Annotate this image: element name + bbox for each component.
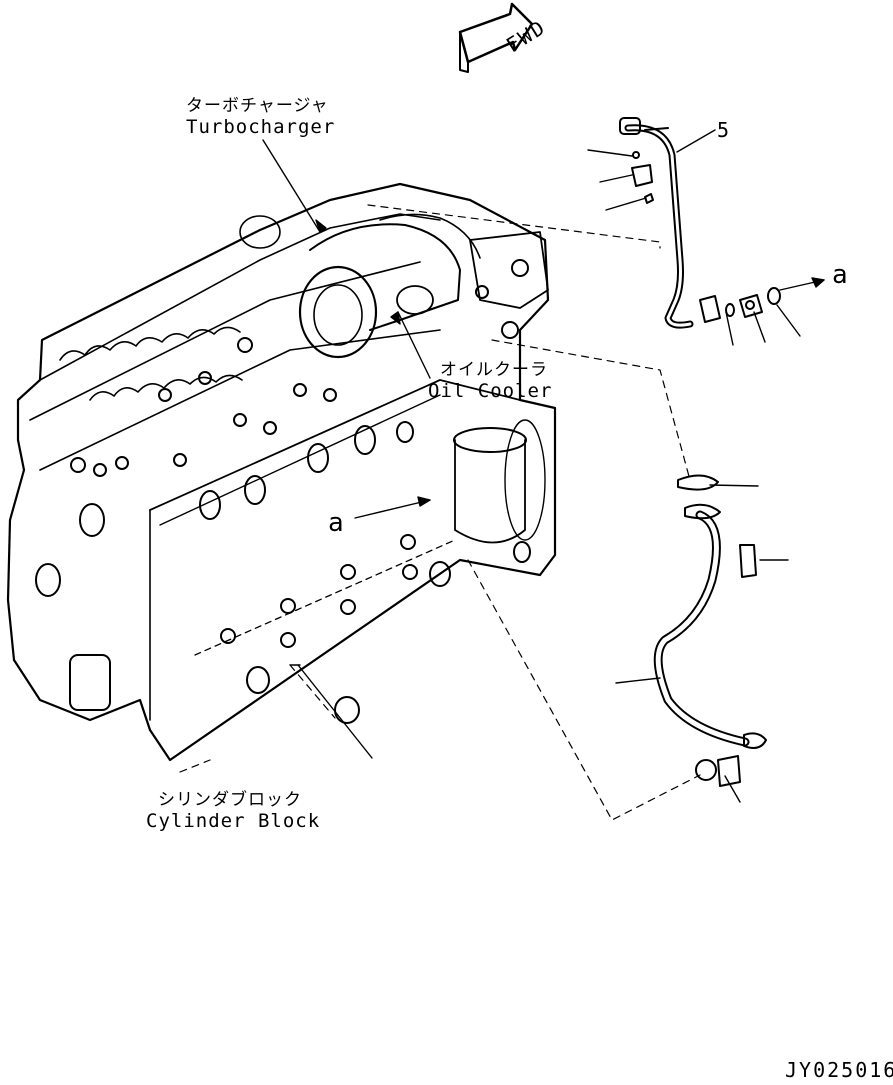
upper-oil-pipe: [619, 117, 781, 329]
fwd-arrow-icon: [458, 2, 534, 73]
part-leaders: [587, 129, 825, 803]
turbocharger-jp-label: ターボチャージャ: [186, 96, 329, 116]
cylinder-block-drawing: [6, 182, 557, 762]
part-number-5: 5: [717, 118, 730, 142]
oil-cooler-jp-label: オイルクーラ: [440, 360, 548, 380]
cylinder-block-en-label: Cylinder Block: [146, 810, 321, 832]
turbocharger-en-label: Turbocharger: [186, 116, 336, 138]
reference-a-right: a: [832, 260, 848, 290]
cylinder-block-jp-label: シリンダブロック: [158, 790, 302, 810]
oil-cooler-en-label: Oil Cooler: [428, 380, 553, 402]
leader-lines: [262, 139, 431, 759]
lower-oil-pipe: [653, 474, 767, 787]
drawing-code: JY025016: [785, 1058, 893, 1082]
reference-a-block: a: [328, 508, 344, 538]
dashed-connectors: [179, 204, 701, 821]
turbocharger-drawing: [239, 213, 549, 359]
